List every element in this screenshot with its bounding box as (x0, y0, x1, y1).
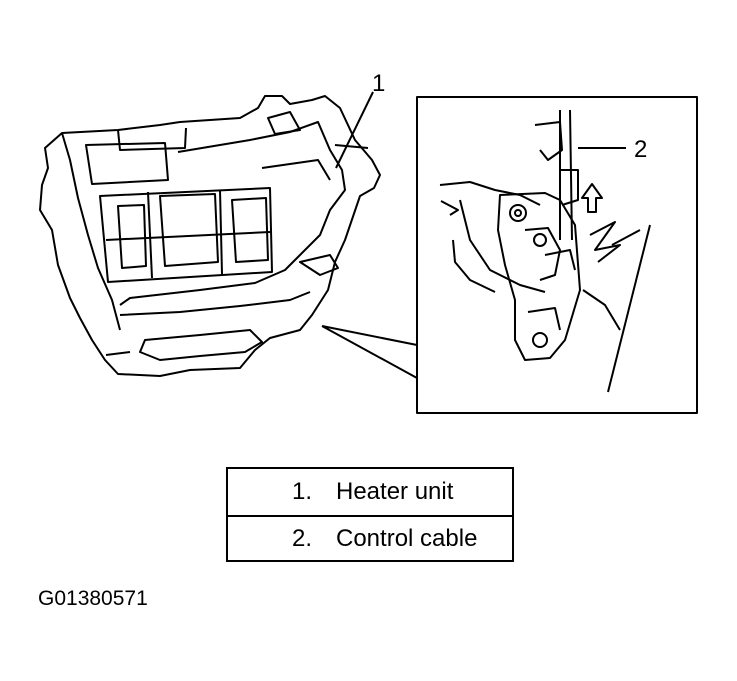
leader-line-1 (335, 91, 374, 169)
legend-row: 1. Heater unit (228, 469, 512, 515)
legend-label: Control cable (336, 525, 478, 553)
legend-number: 2. (291, 525, 312, 553)
legend-number: 1. (291, 477, 312, 505)
legend-label: Heater unit (336, 477, 454, 505)
callout-2: 2 (634, 136, 648, 163)
legend-table: 1. Heater unit 2. Control cable (226, 467, 514, 562)
legend-row: 2. Control cable (228, 514, 512, 563)
detail-pointer-lines (321, 325, 418, 379)
callout-1: 1 (372, 70, 386, 97)
pull-direction-arrow (581, 183, 603, 213)
heater-unit-drawing (39, 95, 381, 377)
figure-id: G01380571 (38, 587, 148, 610)
control-cable-detail (439, 109, 651, 393)
detail-view-frame (416, 96, 698, 414)
